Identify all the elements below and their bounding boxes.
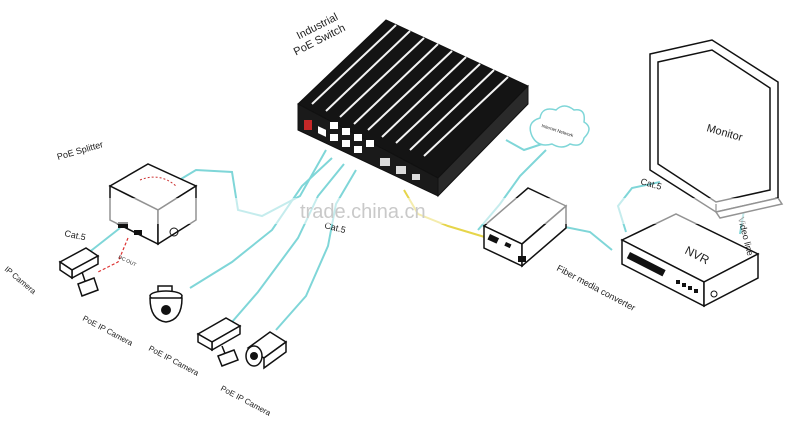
nvr-buttons	[676, 280, 698, 293]
nvr: NVR	[620, 213, 760, 308]
cable-switch-cam2	[231, 163, 345, 323]
poe-ip-camera-1	[149, 285, 183, 323]
switch-fins	[311, 24, 509, 157]
poe-cam-1-label: PoE IP Camera	[81, 314, 135, 348]
switch-power-led	[304, 120, 312, 130]
nvr-side	[703, 252, 759, 308]
watermark: trade.china.cn	[300, 201, 426, 223]
ip-camera	[58, 247, 100, 297]
switch-heatsink	[297, 19, 529, 179]
internet-cloud: Internet Network	[529, 105, 590, 148]
cable-switch-cloud	[505, 139, 543, 152]
cable-nvr-converter	[559, 225, 613, 251]
ip-camera-mount	[77, 277, 99, 297]
monitor-screen	[657, 49, 771, 203]
fiber-label: Fiber media converter	[555, 263, 637, 313]
splitter-label: PoE Splitter	[56, 139, 104, 162]
monitor: Monitor	[649, 39, 784, 219]
poe-ip-camera-2	[196, 317, 242, 367]
nvr-display	[626, 252, 666, 277]
poe-ip-camera-3	[245, 331, 288, 370]
cat5-nvr-label: Cat.5	[639, 176, 662, 192]
switch-ports	[318, 122, 420, 180]
switch-label: Industrial PoE Switch	[292, 11, 348, 58]
cable-switch-cam3	[275, 169, 357, 331]
dc-out-label: DC OUT	[117, 254, 137, 268]
cloud-shape	[529, 105, 590, 148]
poe-cam-2-label: PoE IP Camera	[147, 344, 201, 378]
industrial-poe-switch	[297, 19, 529, 198]
ip-camera-label: IP Camera	[3, 265, 38, 297]
switch-side	[437, 84, 529, 198]
poe-cam-3-label: PoE IP Camera	[219, 384, 273, 418]
cable-dc-out	[97, 237, 129, 273]
watermark-band	[84, 198, 784, 224]
cable-switch-cam1	[189, 157, 333, 289]
cat5-left-label: Cat.5	[64, 228, 87, 242]
